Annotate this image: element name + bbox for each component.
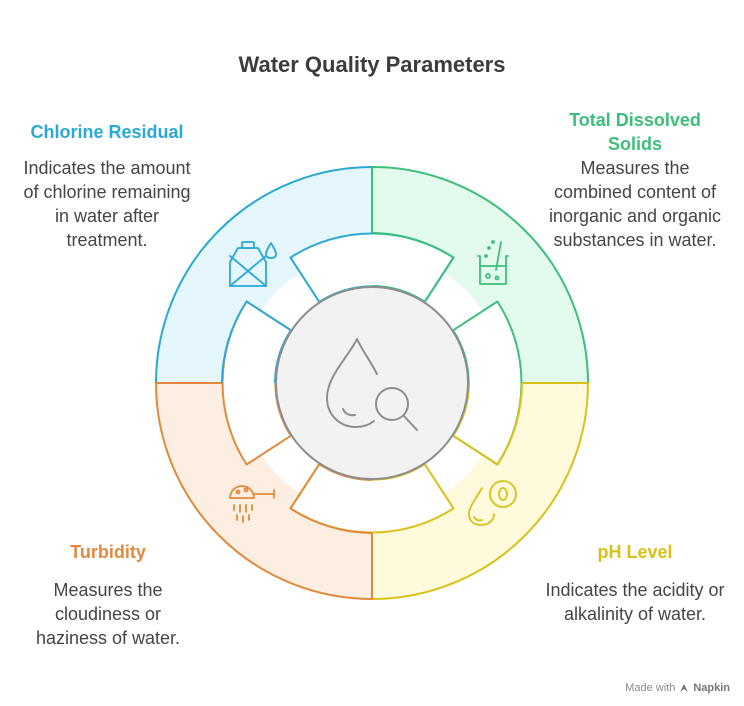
total-dissolved-solids-description: Measures the combined content of inorgan…	[548, 158, 722, 250]
napkin-logo-icon	[680, 684, 689, 692]
water-drop-magnifier-icon	[326, 338, 418, 431]
chlorine-residual-block: Chlorine Residual Indicates the amount o…	[14, 120, 200, 252]
shower-head-icon	[229, 485, 275, 523]
water-bottle-cross-icon	[229, 241, 277, 287]
turbidity-heading: Turbidity	[70, 542, 146, 562]
ph-level-block: pH Level Indicates the acidity or alkali…	[545, 540, 725, 626]
napkin-watermark[interactable]: Made with Napkin	[625, 682, 730, 694]
watermark-brand: Napkin	[693, 682, 730, 694]
chlorine-residual-description: Indicates the amount of chlorine remaini…	[23, 158, 191, 250]
watermark-prefix: Made with	[625, 682, 676, 694]
beaker-icon	[477, 240, 509, 285]
chlorine-residual-heading: Chlorine Residual	[30, 122, 184, 142]
total-dissolved-solids-block: Total Dissolved Solids Measures the comb…	[540, 108, 730, 252]
diagram-title: Water Quality Parameters	[238, 52, 506, 77]
turbidity-block: Turbidity Measures the cloudiness or haz…	[18, 540, 198, 650]
center-circle	[275, 286, 469, 480]
drop-zero-icon	[468, 480, 517, 526]
total-dissolved-solids-heading: Total Dissolved Solids	[569, 110, 701, 154]
turbidity-description: Measures the cloudiness or haziness of w…	[35, 580, 181, 648]
ph-level-heading: pH Level	[597, 542, 673, 562]
ph-level-description: Indicates the acidity or alkalinity of w…	[545, 580, 725, 624]
